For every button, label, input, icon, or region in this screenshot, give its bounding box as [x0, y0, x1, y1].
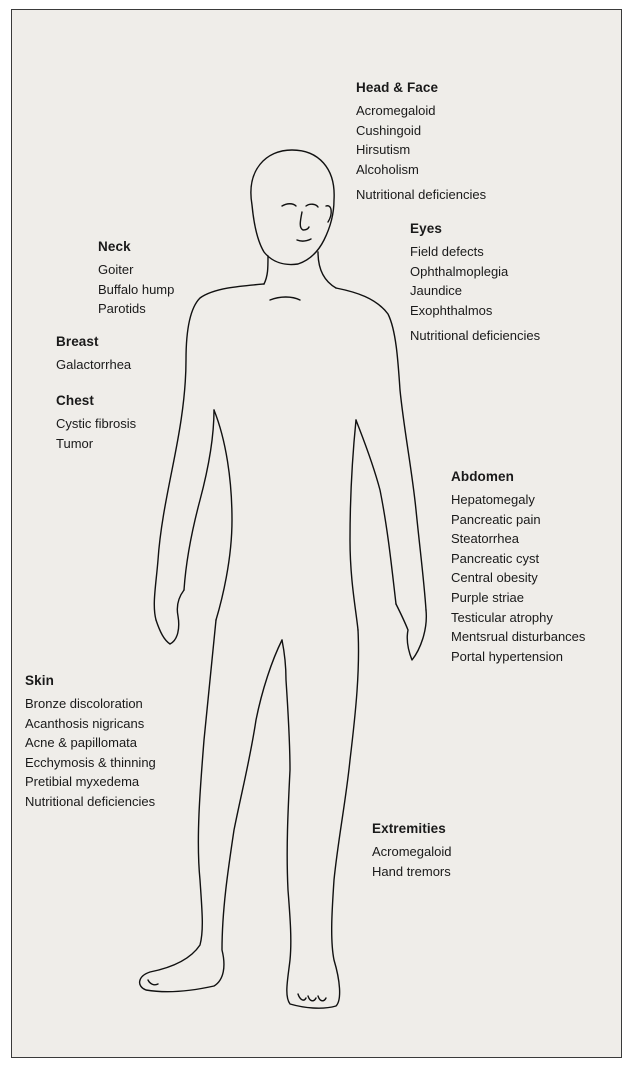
- right-toes: [298, 994, 326, 1001]
- neck-group: Neck Goiter Buffalo hump Parotids: [98, 239, 174, 319]
- abdomen-heading: Abdomen: [451, 469, 585, 484]
- eyes-item: Exophthalmos: [410, 301, 540, 321]
- eyes-item: Field defects: [410, 242, 540, 262]
- head-face-heading: Head & Face: [356, 80, 486, 95]
- skin-item: Pretibial myxedema: [25, 772, 156, 792]
- right-leg-outer: [282, 630, 359, 1008]
- neck-item: Goiter: [98, 260, 174, 280]
- skin-item: Bronze discoloration: [25, 694, 156, 714]
- left-inner-arm: [184, 410, 214, 590]
- head-face-item: Hirsutism: [356, 140, 486, 160]
- skin-item: Ecchymosis & thinning: [25, 753, 156, 773]
- neck-left: [264, 256, 268, 284]
- abdomen-item: Pancreatic cyst: [451, 549, 585, 569]
- abdomen-item: Mentsrual disturbances: [451, 627, 585, 647]
- eyes-heading: Eyes: [410, 221, 540, 236]
- ear-outline: [326, 206, 331, 222]
- skin-item: Acne & papillomata: [25, 733, 156, 753]
- neck-heading: Neck: [98, 239, 174, 254]
- breast-heading: Breast: [56, 334, 131, 349]
- skin-item: Acanthosis nigricans: [25, 714, 156, 734]
- neck-right: [318, 252, 336, 288]
- abdomen-group: Abdomen Hepatomegaly Pancreatic pain Ste…: [451, 469, 585, 666]
- right-inner-arm: [356, 420, 396, 604]
- abdomen-item: Testicular atrophy: [451, 608, 585, 628]
- skin-heading: Skin: [25, 673, 156, 688]
- chest-item: Cystic fibrosis: [56, 414, 136, 434]
- extremities-item: Acromegaloid: [372, 842, 452, 862]
- right-eye: [282, 204, 296, 206]
- left-hand: [156, 590, 184, 644]
- extremities-heading: Extremities: [372, 821, 452, 836]
- nose: [300, 212, 309, 230]
- abdomen-item: Central obesity: [451, 568, 585, 588]
- mouth: [297, 239, 311, 241]
- left-leg-outer: [140, 620, 282, 992]
- chest-line: [270, 297, 300, 300]
- chest-heading: Chest: [56, 393, 136, 408]
- skin-group: Skin Bronze discoloration Acanthosis nig…: [25, 673, 156, 812]
- head-face-group: Head & Face Acromegaloid Cushingoid Hirs…: [356, 80, 486, 205]
- eyes-item: Ophthalmoplegia: [410, 262, 540, 282]
- head-face-item: Nutritional deficiencies: [356, 185, 486, 205]
- skin-item: Nutritional deficiencies: [25, 792, 156, 812]
- eyes-item: Jaundice: [410, 281, 540, 301]
- breast-group: Breast Galactorrhea: [56, 334, 131, 375]
- left-shoulder-arm: [154, 284, 264, 620]
- left-torso: [214, 410, 232, 620]
- neck-item: Buffalo hump: [98, 280, 174, 300]
- extremities-group: Extremities Acromegaloid Hand tremors: [372, 821, 452, 881]
- left-eye: [306, 204, 318, 207]
- head-face-item: Acromegaloid: [356, 101, 486, 121]
- extremities-item: Hand tremors: [372, 862, 452, 882]
- eyes-item: Nutritional deficiencies: [410, 326, 540, 346]
- abdomen-item: Hepatomegaly: [451, 490, 585, 510]
- abdomen-item: Purple striae: [451, 588, 585, 608]
- head-face-item: Alcoholism: [356, 160, 486, 180]
- eyes-group: Eyes Field defects Ophthalmoplegia Jaund…: [410, 221, 540, 346]
- chest-item: Tumor: [56, 434, 136, 454]
- head-face-item: Cushingoid: [356, 121, 486, 141]
- neck-item: Parotids: [98, 299, 174, 319]
- abdomen-item: Steatorrhea: [451, 529, 585, 549]
- breast-item: Galactorrhea: [56, 355, 131, 375]
- abdomen-item: Portal hypertension: [451, 647, 585, 667]
- right-torso: [350, 420, 358, 630]
- abdomen-item: Pancreatic pain: [451, 510, 585, 530]
- chest-group: Chest Cystic fibrosis Tumor: [56, 393, 136, 453]
- head-outline: [251, 150, 334, 265]
- right-hand: [396, 604, 426, 660]
- left-toes: [148, 980, 158, 985]
